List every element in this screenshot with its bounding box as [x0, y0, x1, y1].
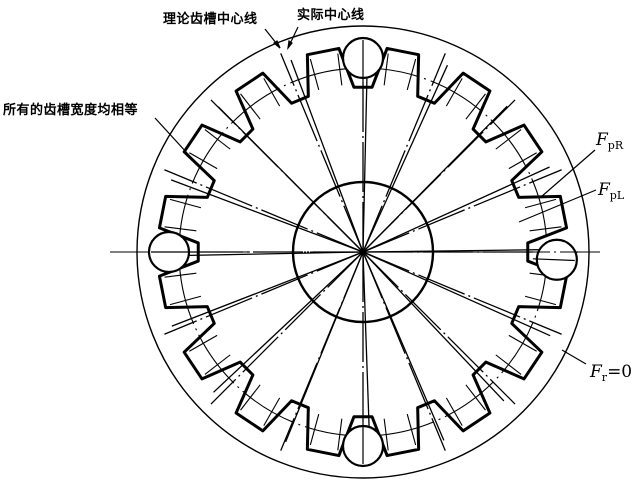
all-slot-widths-equal-label: 所有的齿槽宽度均相等 — [3, 103, 139, 118]
f-pr-label: FpR — [596, 130, 623, 152]
actual-centerline-label: 实际中心线 — [297, 8, 365, 23]
f-pl-label: FpL — [598, 180, 624, 202]
slot-tick-marks — [164, 53, 562, 451]
f-pl-main: F — [598, 180, 610, 200]
measuring-pins — [147, 36, 578, 468]
leader-lines — [154, 26, 597, 365]
radial-lines — [148, 37, 578, 467]
f-pr-main: F — [596, 130, 608, 150]
f-pr-sub: pR — [607, 139, 624, 152]
f-r-value: =0 — [607, 362, 633, 382]
f-r-main: F — [590, 362, 602, 382]
gear-tooth-profile — [157, 46, 569, 458]
f-r-sub: r — [601, 371, 608, 384]
f-r-label: Fr=0 — [590, 362, 632, 384]
theoretical-slot-centerline-label: 理论齿槽中心线 — [163, 12, 258, 27]
f-pl-sub: pL — [609, 189, 625, 202]
